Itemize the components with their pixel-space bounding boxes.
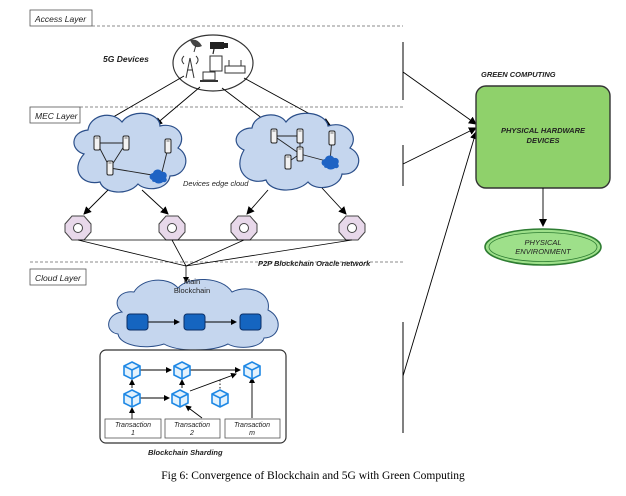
edge-cloud-left — [73, 112, 187, 193]
to-hardware-arrows — [402, 71, 478, 377]
block-2 — [183, 313, 206, 331]
main-blockchain-label-2: Blockchain — [174, 286, 210, 295]
cloud-layer-label: Cloud Layer — [35, 273, 82, 283]
transaction-2: Transaction 2 — [164, 418, 221, 439]
blockchain-sharding-label: Blockchain Sharding — [148, 448, 223, 457]
mini-cloud-icon — [149, 169, 167, 184]
shard-block — [243, 361, 261, 380]
environment-label-1: PHYSICAL — [524, 238, 561, 247]
hardware-label-1: PHYSICAL HARDWARE — [501, 126, 586, 135]
satellite-dish-icon — [190, 39, 202, 53]
edge-cloud-label: Devices edge cloud — [183, 179, 249, 188]
transaction-m-id: m — [249, 430, 255, 437]
transaction-1: Transaction 1 — [104, 418, 162, 439]
tablet-icon — [209, 55, 223, 72]
5g-devices-label: 5G Devices — [103, 54, 149, 64]
shard-block — [211, 389, 229, 408]
access-layer: Access Layer — [29, 9, 403, 27]
camera-icon — [210, 42, 228, 55]
hardware-label-2: DEVICES — [527, 136, 560, 145]
mini-cloud-icon — [321, 155, 339, 170]
transaction-1-name: Transaction — [115, 422, 151, 429]
transaction-2-name: Transaction — [174, 422, 210, 429]
shard-block — [173, 361, 191, 380]
transaction-2-id: 2 — [189, 430, 194, 437]
transaction-1-id: 1 — [131, 430, 135, 437]
cloud-to-node-arrows — [83, 187, 347, 215]
edge-cloud-right — [235, 112, 360, 191]
shard-block — [123, 361, 141, 380]
cloud-layer: Cloud Layer — [29, 261, 403, 286]
antenna-tower-icon — [181, 55, 199, 79]
shard-block — [123, 389, 141, 408]
oracle-node-2 — [158, 215, 186, 241]
shard-block — [171, 389, 189, 408]
figure-caption: Fig 6: Convergence of Blockchain and 5G … — [161, 470, 465, 482]
block-1 — [126, 313, 149, 331]
p2p-connections — [77, 239, 353, 283]
p2p-network-label: P2P Blockchain Oracle network — [258, 259, 371, 268]
transaction-m-name: Transaction — [234, 422, 270, 429]
block-3 — [239, 313, 262, 331]
5g-devices-cluster — [172, 34, 254, 92]
transaction-m: Transaction m — [224, 418, 281, 439]
oracle-node-1 — [64, 215, 92, 241]
main-blockchain-label-1: Main — [184, 277, 200, 286]
physical-environment-ellipse: PHYSICAL ENVIRONMENT — [484, 228, 602, 266]
main-blockchain-cloud: Main Blockchain — [108, 277, 279, 351]
laptop-icon — [200, 71, 218, 82]
environment-label-2: ENVIRONMENT — [515, 247, 572, 256]
physical-hardware-box: PHYSICAL HARDWARE DEVICES — [475, 85, 611, 189]
router-icon — [224, 60, 246, 74]
mec-layer-label: MEC Layer — [35, 111, 79, 121]
mec-layer: MEC Layer — [29, 106, 403, 124]
green-computing-label: GREEN COMPUTING — [481, 70, 556, 79]
blockchain-sharding-box: Transaction 1 Transaction 2 Transaction … — [99, 349, 287, 444]
oracle-node-4 — [338, 215, 366, 241]
access-layer-label: Access Layer — [34, 14, 87, 24]
oracle-node-3 — [230, 215, 258, 241]
